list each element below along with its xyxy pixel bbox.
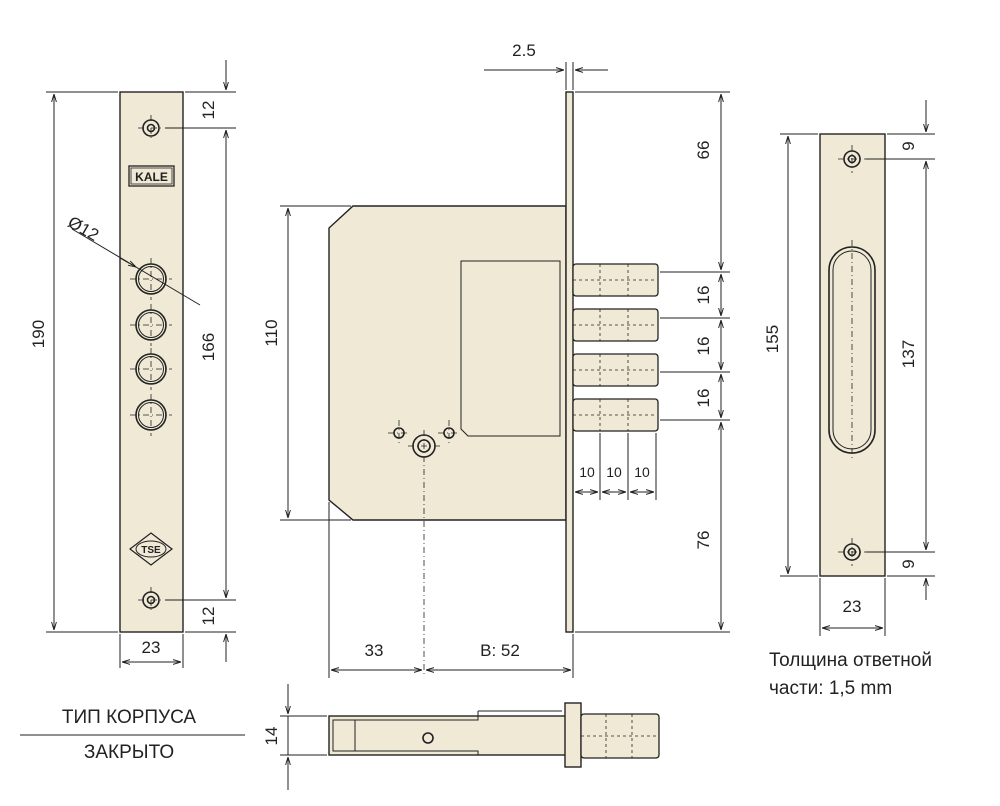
hole-diameter-label: Ø12: [65, 212, 102, 245]
dim-faceplate-thickness: 2.5: [512, 41, 536, 60]
bolt-1: [572, 263, 659, 297]
side-view: 14: [262, 684, 660, 790]
screw-hole-right: [438, 420, 460, 446]
faceplate-top-screw-hole: [138, 115, 164, 141]
side-case: [328, 715, 570, 756]
dim-bottom-76: 76: [694, 531, 713, 550]
dim-top-66: 66: [694, 141, 713, 160]
dim-bolt-spacing-1: 16: [694, 286, 713, 305]
bolt-2: [572, 308, 659, 342]
dim-strike-height: 155: [763, 325, 782, 353]
faceplate-bottom-screw-hole: [138, 587, 164, 613]
dim-faceplate-width: 23: [142, 638, 161, 657]
screw-hole-left: [388, 420, 410, 446]
strike-plate-view: 155 137 9 9 23 Толщина ответной части: 1…: [763, 100, 935, 699]
dim-left-33: 33: [365, 641, 384, 660]
dim-bolt-seg-2: 10: [606, 464, 622, 480]
dim-side-thickness: 14: [262, 727, 281, 746]
bolt-hole-3: [130, 348, 172, 390]
dim-bolt-spacing-3: 16: [694, 389, 713, 408]
tse-mark-text: TSE: [141, 545, 161, 556]
dim-hole-spacing: 166: [199, 333, 218, 361]
case-type-label: ТИП КОРПУСА: [62, 707, 197, 728]
case-type-block: ТИП КОРПУСА ЗАКРЫТО: [20, 707, 245, 763]
kale-logo-text: KALE: [135, 170, 168, 184]
side-faceplate: [564, 702, 582, 768]
dim-top-offset: 12: [199, 101, 218, 120]
dim-bolt-seg-3: 10: [634, 464, 650, 480]
strike-slot: [828, 240, 876, 460]
bolt-3: [572, 353, 659, 387]
dim-strike-bottom-offset: 9: [899, 559, 918, 568]
cylinder-hole: [408, 430, 440, 675]
tse-mark: TSE: [129, 532, 173, 566]
kale-logo: KALE: [128, 165, 175, 187]
dim-bottom-offset: 12: [199, 607, 218, 626]
bolt-4: [572, 398, 659, 432]
case-type-value: ЗАКРЫТО: [84, 742, 174, 763]
dim-bolt-seg-1: 10: [579, 464, 595, 480]
lock-faceplate-edge: [565, 91, 574, 633]
lock-case: [328, 205, 567, 521]
strike-bottom-screw-hole: [838, 538, 866, 566]
dim-strike-top-offset: 9: [899, 141, 918, 150]
dim-strike-width: 23: [843, 597, 862, 616]
bolt-hole-1: [130, 258, 172, 300]
lock-body-view: 2.5 110 66 16 16 16 76 10 10 10: [262, 41, 730, 678]
bolt-hole-2: [130, 304, 172, 346]
faceplate-view: KALE Ø12: [29, 60, 236, 668]
strike-thickness-note-line2: части: 1,5 mm: [769, 678, 892, 699]
dim-backset: B: 52: [480, 641, 520, 660]
side-cylinder-hole: [422, 732, 434, 744]
dim-bolt-spacing-2: 16: [694, 337, 713, 356]
dim-body-height: 110: [262, 319, 281, 346]
strike-thickness-note-line1: Толщина ответной: [769, 650, 932, 671]
bolt-hole-4: [130, 394, 172, 436]
dim-strike-slot: 137: [899, 340, 918, 368]
strike-plate-body: [819, 133, 886, 577]
strike-top-screw-hole: [838, 145, 866, 173]
dim-total-height: 190: [29, 320, 48, 348]
